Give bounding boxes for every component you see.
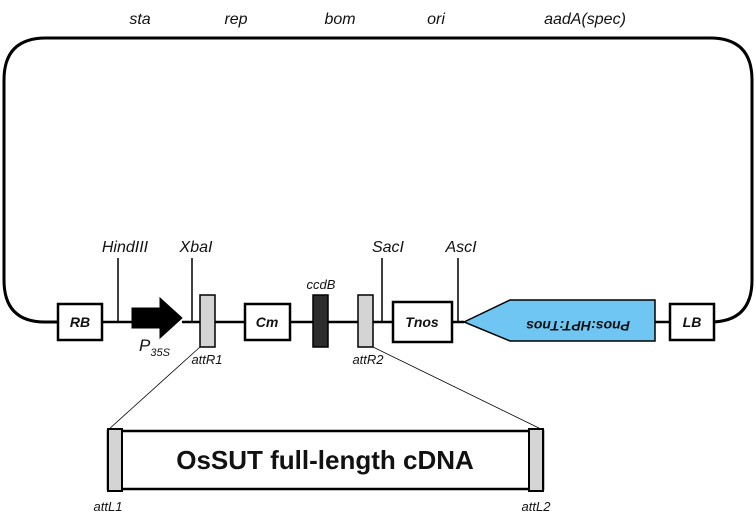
plasmid-backbone-loop [2, 36, 754, 324]
attr1-label: attR1 [191, 352, 222, 367]
restriction-site-ticks [117, 258, 459, 322]
p35s-label: P35S [139, 336, 171, 359]
hpt-cassette-label: Pnos:HPT:Tnos [526, 318, 630, 334]
insert-label: OsSUT full-length cDNA [176, 445, 474, 475]
hpt-cassette-arrow [462, 299, 656, 342]
site-label-saci: SacI [372, 239, 405, 256]
lb-box [668, 302, 716, 342]
site-label-hindiii: HindIII [102, 239, 149, 256]
rb-label: RB [70, 314, 90, 330]
attl1-label: attL1 [94, 499, 123, 514]
attr1-box [199, 294, 216, 348]
insert-box [106, 429, 545, 491]
gene-label-ori: ori [427, 11, 445, 28]
attr2-label: attR2 [352, 352, 384, 367]
p35s-subscript: 35S [150, 347, 170, 359]
attr2-box [357, 294, 374, 348]
gene-label-bom: bom [324, 11, 355, 28]
site-label-asci: AscI [444, 239, 477, 256]
lb-label: LB [683, 314, 702, 330]
attl2-label: attL2 [522, 499, 552, 514]
ccdb-box [312, 294, 329, 348]
gene-label-sta: sta [129, 11, 150, 28]
gene-label-rep: rep [224, 11, 247, 28]
p35s-main: P [139, 336, 151, 355]
tnos-box [391, 300, 454, 344]
gene-label-aada: aadA(spec) [544, 11, 626, 28]
tnos-label: Tnos [405, 314, 439, 330]
attl2-box [528, 428, 544, 492]
zoom-line-left [107, 346, 201, 431]
ccdb-label: ccdB [307, 277, 336, 292]
cm-box [243, 302, 292, 342]
site-label-xbai: XbaI [179, 239, 213, 256]
cm-label: Cm [256, 314, 279, 330]
attl1-box [107, 428, 123, 492]
rb-box [56, 302, 104, 342]
p35s-promoter-arrow [131, 296, 183, 340]
zoom-line-right [372, 346, 544, 431]
